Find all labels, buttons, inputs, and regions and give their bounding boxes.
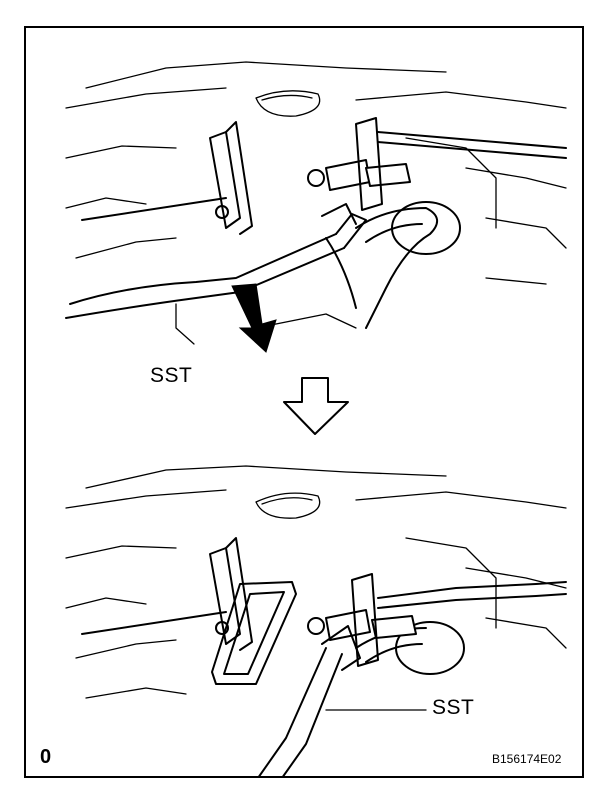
- top-panel-drawing: [65, 61, 567, 353]
- bottom-panel-illustration: SST: [26, 448, 582, 778]
- bottom-sst-label: SST: [432, 696, 475, 719]
- outline-arrow-down-icon: [283, 377, 349, 435]
- curved-arrow-down-icon: [231, 283, 277, 353]
- bottom-panel-drawing: [65, 465, 567, 778]
- top-sst-label: SST: [150, 364, 193, 387]
- corner-mark: 0: [40, 746, 52, 768]
- top-panel-illustration: SST: [26, 28, 582, 387]
- next-step-arrow: [282, 376, 352, 438]
- figure-code: B156174E02: [492, 752, 562, 766]
- illustration-frame: SST: [24, 26, 584, 778]
